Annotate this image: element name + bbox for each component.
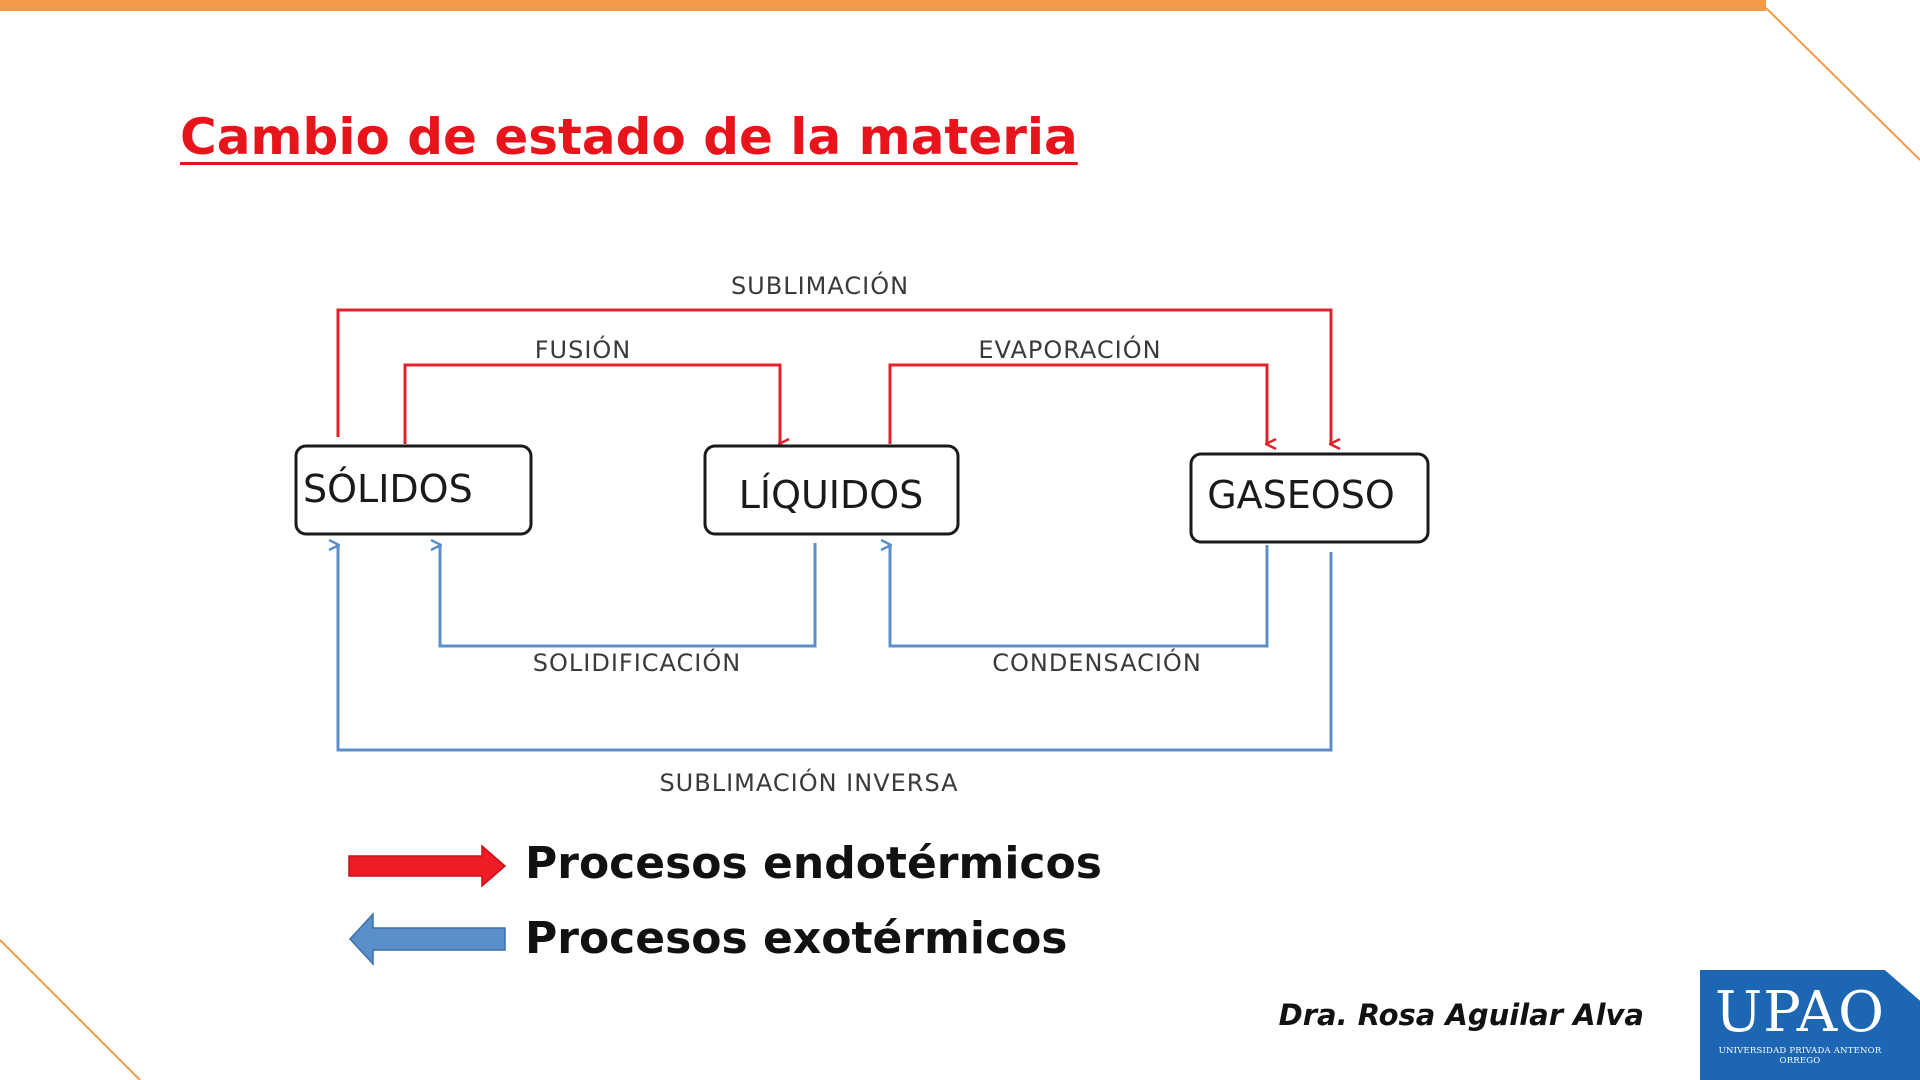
process-label-sublimation: SUBLIMACIÓN xyxy=(731,270,909,300)
logo-subtitle: UNIVERSIDAD PRIVADA ANTENOR ORREGO xyxy=(1718,1046,1882,1066)
state-label-liquid: LÍQUIDOS xyxy=(739,473,924,517)
state-label-gas: GASEOSO xyxy=(1207,473,1395,517)
legend-exothermic-label: Procesos exotérmicos xyxy=(525,913,1068,964)
endothermic-legend-arrow-icon xyxy=(348,844,507,888)
state-box-liquid: LÍQUIDOS xyxy=(703,444,960,536)
upao-logo: UPAO UNIVERSIDAD PRIVADA ANTENOR ORREGO xyxy=(1700,970,1920,1080)
solidification-arrow xyxy=(440,543,817,648)
top-right-diagonal-line xyxy=(1765,7,1920,161)
state-label-solid: SÓLIDOS xyxy=(303,467,473,511)
slide-title: Cambio de estado de la materia xyxy=(180,108,1078,166)
process-label-inverse-sublimation: SUBLIMACIÓN INVERSA xyxy=(659,767,958,797)
process-label-fusion: FUSIÓN xyxy=(535,334,632,364)
inverse-sublimation-arrow xyxy=(338,545,1333,752)
state-box-gas: GASEOSO xyxy=(1189,452,1430,544)
logo-wordmark: UPAO xyxy=(1714,980,1886,1045)
process-label-condensation: CONDENSACIÓN xyxy=(992,647,1202,677)
sublimation-arrow xyxy=(336,308,1331,444)
condensation-arrow xyxy=(890,545,1269,648)
author-name: Dra. Rosa Aguilar Alva xyxy=(1278,998,1644,1032)
fusion-arrow xyxy=(403,363,780,444)
bottom-left-diagonal-line xyxy=(0,939,141,1080)
evaporation-arrow xyxy=(888,363,1267,444)
process-label-solidification: SOLIDIFICACIÓN xyxy=(533,647,741,677)
top-accent-bar xyxy=(0,0,1766,11)
process-label-evaporation: EVAPORACIÓN xyxy=(978,334,1161,364)
legend-endothermic-label: Procesos endotérmicos xyxy=(525,838,1102,889)
state-box-solid: SÓLIDOS xyxy=(294,444,533,536)
exothermic-legend-arrow-icon xyxy=(348,912,506,966)
